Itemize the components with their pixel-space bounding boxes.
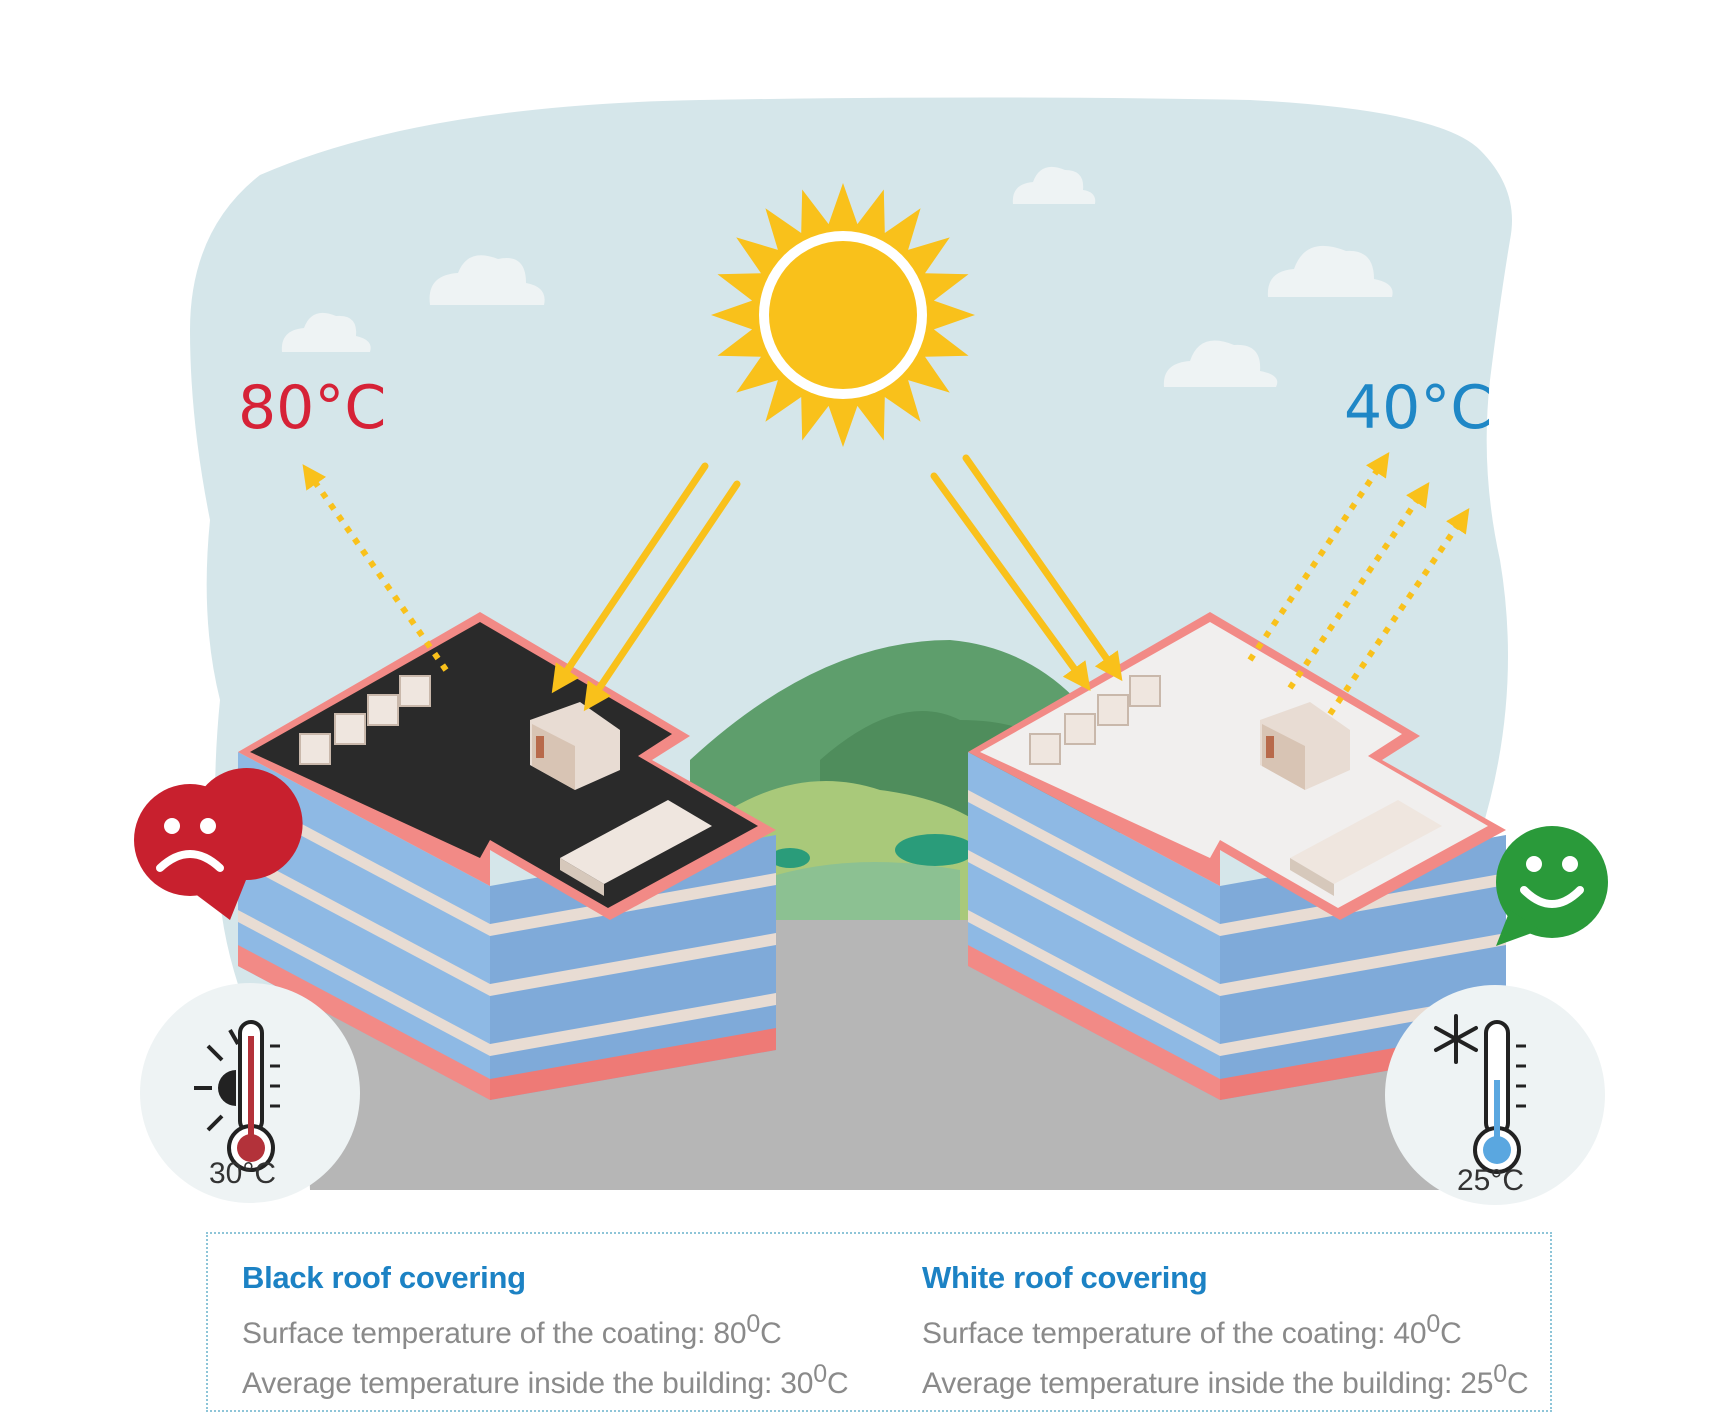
happy-face-icon: [1496, 826, 1608, 946]
white-roof-surface-temp: Surface temperature of the coating: 400C: [922, 1310, 1462, 1350]
white-roof-indoor-temp: Average temperature inside the building:…: [922, 1360, 1529, 1400]
clouds: [281, 166, 1393, 387]
cloud-icon: [1012, 166, 1096, 204]
white-roof-title: White roof covering: [922, 1260, 1208, 1295]
hot-thermometer-icon: [140, 983, 360, 1203]
hill-light: [760, 862, 960, 920]
ac-units: [1029, 675, 1161, 765]
black-roof-info: Black roof covering Surface temperature …: [242, 1260, 849, 1404]
white-roof-info: White roof covering Surface temperature …: [922, 1260, 1529, 1404]
info-box: Black roof covering Surface temperature …: [206, 1232, 1552, 1412]
bush: [895, 834, 975, 866]
black-roof-surface-temp: Surface temperature of the coating: 800C: [242, 1310, 782, 1350]
sad-face-icon: [134, 768, 303, 920]
cloud-icon: [1163, 340, 1278, 387]
cold-thermometer-icon: [1385, 985, 1605, 1205]
reflected-rays: [302, 452, 1470, 716]
cool-surface-temperature: 40°C: [1344, 373, 1493, 443]
black-roof-title: Black roof covering: [242, 1260, 526, 1295]
sun-icon: [711, 183, 975, 447]
black-roof-building: [238, 612, 776, 1100]
cool-indoor-temperature: 25°C: [1457, 1164, 1525, 1197]
incoming-rays: [551, 454, 1123, 712]
ac-units: [299, 675, 431, 765]
cloud-icon: [281, 312, 371, 352]
snowflake-icon: [1434, 1014, 1478, 1064]
black-roof-indoor-temp: Average temperature inside the building:…: [242, 1360, 849, 1400]
hot-indoor-temperature: 30°C: [209, 1157, 277, 1190]
hot-surface-temperature: 80°C: [238, 373, 387, 443]
cloud-icon: [1267, 245, 1393, 297]
cloud-icon: [429, 255, 545, 305]
white-roof-building: [968, 612, 1506, 1100]
bush: [770, 848, 810, 868]
